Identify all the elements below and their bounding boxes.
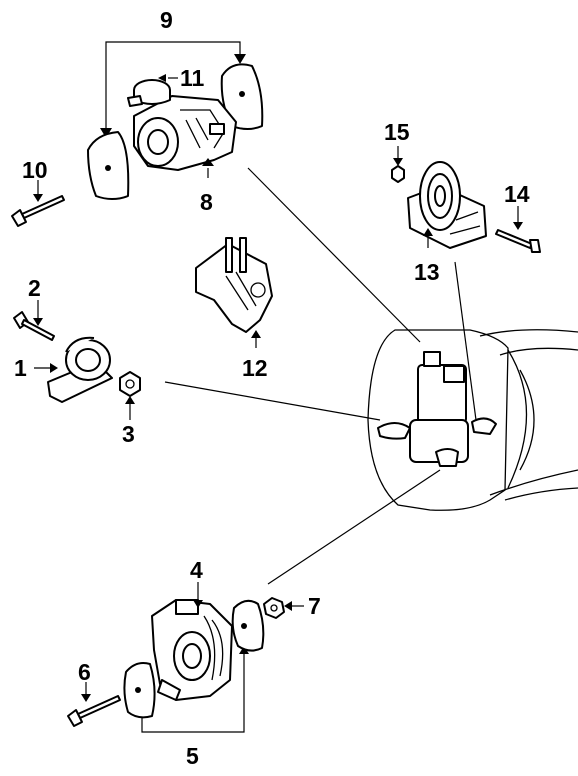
callout-4: 4 bbox=[190, 557, 203, 583]
vehicle-outline bbox=[367, 329, 578, 511]
leader-lines bbox=[164, 167, 477, 585]
part-8-mount bbox=[133, 95, 237, 178]
callout-11: 11 bbox=[180, 65, 205, 91]
part-12-bracket bbox=[195, 237, 273, 348]
part-10-bolt bbox=[11, 180, 65, 227]
part-9-shields bbox=[87, 41, 264, 200]
part-14-bolt bbox=[495, 206, 541, 253]
callout-labels: 9 11 10 8 15 14 13 2 1 12 3 4 7 6 5 bbox=[14, 7, 530, 769]
callout-14: 14 bbox=[504, 181, 530, 207]
part-13-mount bbox=[407, 161, 487, 249]
callout-6: 6 bbox=[78, 659, 91, 685]
callout-13: 13 bbox=[414, 259, 440, 285]
callout-10: 10 bbox=[22, 157, 48, 183]
part-11-bracket bbox=[127, 74, 178, 107]
part-4-mount bbox=[151, 582, 233, 701]
part-15-nut bbox=[391, 146, 405, 183]
callout-8: 8 bbox=[200, 189, 213, 215]
callout-12: 12 bbox=[242, 355, 268, 381]
callout-5: 5 bbox=[186, 743, 199, 769]
callout-1: 1 bbox=[14, 355, 27, 381]
callout-9: 9 bbox=[160, 7, 173, 33]
callout-7: 7 bbox=[308, 593, 321, 619]
callout-15: 15 bbox=[384, 119, 410, 145]
part-1-mount bbox=[34, 336, 113, 403]
callout-3: 3 bbox=[122, 421, 135, 447]
part-2-bolt bbox=[13, 300, 55, 341]
part-6-bolt bbox=[67, 682, 121, 727]
callout-2: 2 bbox=[28, 275, 41, 301]
part-3-nut bbox=[119, 371, 141, 420]
part-7-nut bbox=[263, 597, 304, 619]
part-5-shields bbox=[123, 599, 265, 733]
